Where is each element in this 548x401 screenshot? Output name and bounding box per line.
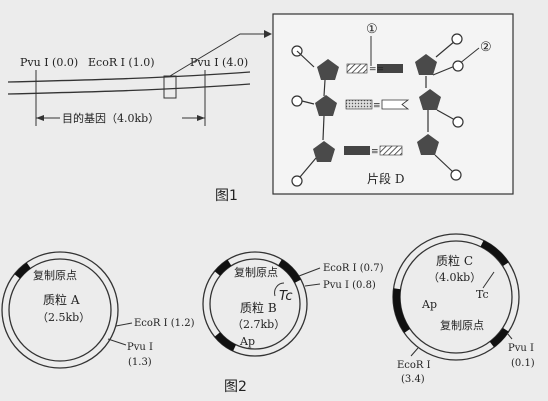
zoom-callout-arrowhead — [264, 30, 272, 38]
plasmid-c-name: 质粒 C — [436, 253, 473, 268]
base-dotted — [345, 99, 373, 110]
plasmid-b-pvui-label: Pvu Ⅰ (0.8) — [323, 280, 376, 291]
phosphate-circle — [452, 116, 464, 128]
base-dark — [377, 64, 403, 73]
plasmid-b-name: 质粒 B — [240, 300, 277, 315]
phosphate-circle — [452, 60, 464, 72]
dna-strand-top — [7, 71, 251, 83]
plasmid-c-pvui-tick — [506, 332, 513, 340]
arrowhead-right — [197, 115, 205, 121]
marker-2-leader — [458, 47, 480, 65]
fragment-d-label: 片段 D — [367, 171, 404, 186]
deoxyribose-pentagon — [417, 134, 439, 155]
plasmid-b-ecori-tick — [298, 267, 321, 277]
svg-text:==: == — [369, 65, 384, 75]
plasmid-b-ori-segment — [214, 259, 232, 276]
plasmid-c-size: （4.0kb） — [428, 271, 481, 284]
phosphate-circle — [291, 175, 303, 187]
plasmid-a-ecori-label: EcoR Ⅰ (1.2) — [134, 318, 195, 329]
figure-1: Pvu Ⅰ (0.0) EcoR Ⅰ (1.0) Pvu Ⅰ (4.0) 目的基… — [7, 13, 514, 204]
nucleotide-pair-row-2: ≡ — [291, 89, 464, 128]
plasmid-a-pvui-label: Pvu Ⅰ — [127, 342, 153, 353]
plasmid-c-ap-segment — [393, 288, 411, 333]
nucleotide-pair-row-3: ≡ — [291, 134, 462, 187]
plasmid-b-tc-segment — [278, 259, 301, 283]
gene-length-label: 目的基因（4.0kb） — [62, 111, 159, 125]
dna-strand-bottom — [7, 83, 251, 95]
zoom-region-box — [163, 75, 177, 99]
base-hatched — [379, 145, 403, 156]
deoxyribose-pentagon — [315, 95, 337, 116]
plasmid-c-ecori-tick — [410, 347, 419, 357]
phosphate-circle — [291, 95, 303, 107]
plasmid-b-ap-label: Ap — [239, 335, 255, 348]
deoxyribose-pentagon — [415, 54, 437, 75]
svg-text:≡: ≡ — [371, 147, 379, 157]
plasmid-a-ori-label: 复制原点 — [33, 268, 77, 282]
plasmid-a-ecori-tick — [115, 322, 133, 327]
nucleotide-pair-row-1: == — [291, 33, 464, 80]
deoxyribose-pentagon — [317, 59, 339, 80]
plasmid-a: 复制原点 质粒 A （2.5kb） EcoR Ⅰ (1.2) Pvu Ⅰ (1.… — [1, 251, 195, 369]
plasmid-b-pvui-tick — [304, 283, 321, 287]
plasmid-a-ori-segment — [14, 262, 31, 279]
pvui-site-4-label: Pvu Ⅰ (4.0) — [190, 56, 248, 69]
plasmid-c-ori-segment — [489, 328, 509, 348]
plasmid-c-ecori-pos: (3.4) — [401, 374, 425, 385]
plasmid-c-tc-segment — [480, 240, 509, 266]
figure-1-caption: 图1 — [215, 188, 238, 204]
plasmid-a-size: （2.5kb） — [37, 311, 90, 324]
plasmid-c-ori-label: 复制原点 — [440, 318, 484, 332]
base-hatched — [346, 63, 368, 74]
plasmid-b-tc-pointer — [274, 282, 285, 297]
plasmid-b-ap-segment — [214, 332, 236, 352]
zoom-callout-line — [169, 33, 266, 77]
deoxyribose-pentagon — [419, 89, 441, 110]
plasmid-b-ecori-label: EcoR Ⅰ (0.7) — [323, 263, 384, 274]
svg-text:≡: ≡ — [373, 101, 381, 111]
base-light — [381, 99, 410, 110]
plasmid-b-inner-ring — [209, 258, 301, 350]
marker-1: ① — [366, 22, 378, 37]
ecori-site-label: EcoR Ⅰ (1.0) — [88, 56, 155, 69]
base-dark — [344, 146, 370, 155]
plasmid-c-tc-label: Tc — [476, 288, 489, 301]
pvui-site-0-label: Pvu Ⅰ (0.0) — [20, 56, 78, 69]
phosphate-circle — [451, 33, 463, 45]
phosphate-circle — [450, 169, 462, 181]
arrowhead-left — [36, 115, 44, 121]
plasmid-b-size: （2.7kb） — [232, 318, 285, 331]
figure-2-caption: 图2 — [224, 379, 247, 395]
plasmid-b: 复制原点 质粒 B （2.7kb） Tc Ap EcoR Ⅰ (0.7) Pvu… — [202, 251, 384, 357]
plasmid-a-inner-ring — [8, 258, 112, 362]
figure-2: 复制原点 质粒 A （2.5kb） EcoR Ⅰ (1.2) Pvu Ⅰ (1.… — [1, 233, 535, 395]
plasmid-b-ori-label: 复制原点 — [234, 265, 278, 279]
marker-2: ② — [480, 40, 492, 55]
plasmid-b-tc-label: Tc — [279, 289, 292, 304]
plasmid-a-name: 质粒 A — [43, 292, 80, 307]
plasmid-b-outer-ring — [202, 251, 308, 357]
plasmid-c-outer-ring — [392, 233, 520, 361]
plasmid-c-pvui-pos: (0.1) — [511, 358, 535, 369]
plasmid-a-pvui-tick — [107, 338, 127, 346]
plasmid-a-pvui-pos: (1.3) — [128, 357, 152, 368]
plasmid-c-ap-label: Ap — [421, 298, 437, 311]
deoxyribose-pentagon — [313, 141, 335, 162]
plasmid-a-outer-ring — [1, 251, 119, 369]
plasmid-c-tc-pointer — [482, 271, 495, 289]
plasmid-c: 质粒 C （4.0kb） Tc Ap 复制原点 Pvu Ⅰ (0.1) EcoR… — [392, 233, 535, 385]
plasmid-c-pvui-label: Pvu Ⅰ — [508, 343, 534, 354]
plasmid-c-ecori-label: EcoR Ⅰ — [397, 360, 431, 371]
